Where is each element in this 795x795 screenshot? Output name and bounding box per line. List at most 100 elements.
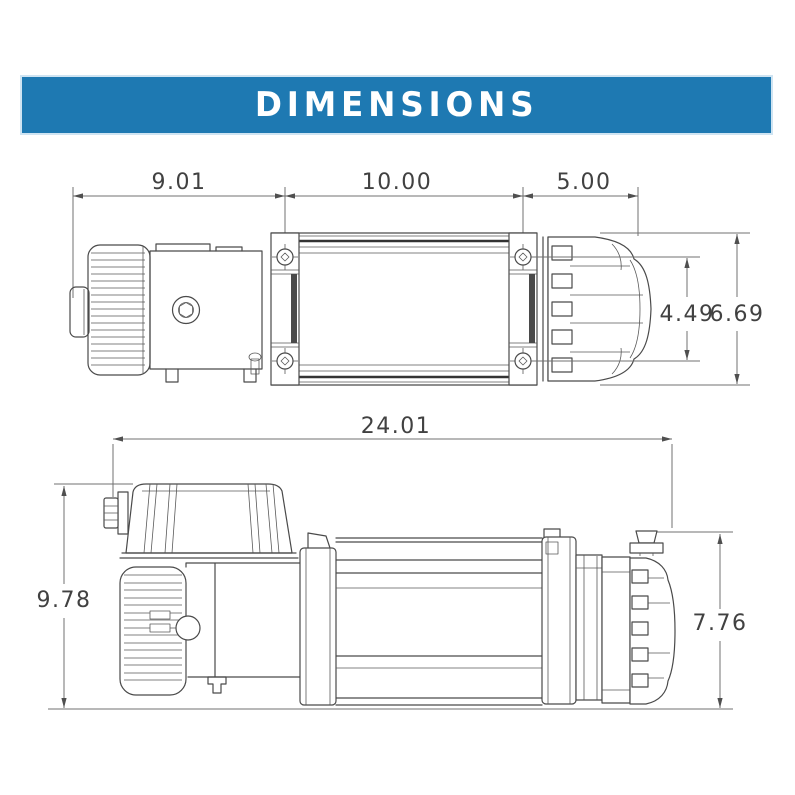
dim-overall-height: 9.78 [37, 588, 92, 613]
gear-housing-ribs [570, 265, 643, 353]
bolt-circle [276, 248, 294, 266]
clutch-mid-block [601, 556, 631, 704]
center-bolt-inner [178, 302, 194, 318]
dim-overall-width: 6.69 [710, 302, 765, 327]
motor-notch [175, 615, 201, 641]
bolt-diamond [280, 252, 290, 262]
gear-housing-outline [547, 236, 652, 382]
control-box-outline [125, 483, 293, 554]
arrowhead [662, 436, 672, 442]
clutch-barrel-outline [629, 557, 676, 705]
drum-side [335, 537, 543, 706]
motor-body [87, 244, 151, 376]
section-banner: DIMENSIONS [20, 75, 773, 135]
connector-plate [117, 491, 129, 535]
clutch-mid-lines [602, 571, 630, 691]
motor-side [119, 562, 309, 696]
gear-housing-clamps [551, 245, 573, 373]
bolt-diamond [518, 356, 528, 366]
clutch-band-lines [576, 555, 602, 700]
bolt-diamond [518, 252, 528, 262]
dim-bolt-pattern-width: 4.49 [660, 302, 715, 327]
control-box-top [149, 243, 263, 383]
clutch-band-left [575, 554, 603, 701]
arrowhead [61, 486, 67, 496]
gear-housing-top [542, 236, 652, 382]
control-box-side [103, 483, 299, 559]
clutch-barrel-clamps [631, 569, 649, 688]
top-view-drawing [69, 232, 652, 386]
bolt-circle [514, 248, 532, 266]
arrowhead [513, 193, 523, 199]
bolt-circle [514, 352, 532, 370]
motor-top [87, 244, 151, 376]
tie-rod-band [529, 274, 535, 343]
side-view-drawing [103, 483, 676, 706]
gear-housing-flange [542, 236, 549, 382]
drum-edge-lines [299, 235, 509, 383]
drum-bracket-right-side [541, 528, 577, 705]
tie-bar-top [335, 537, 543, 543]
center-bolt-outer [171, 295, 201, 325]
arrowhead [61, 698, 67, 708]
bolt-diamond [280, 356, 290, 366]
arrowhead [717, 698, 723, 708]
side-view-clutch-height-dimension: 7.76 [648, 531, 746, 708]
arrowhead [113, 436, 123, 442]
mounting-bracket-left-top [270, 232, 300, 386]
clutch-knob-stem [639, 553, 654, 556]
arrowhead [275, 193, 285, 199]
bracket-inner-tab [545, 541, 559, 555]
bolt-mark [272, 244, 298, 270]
clutch-barrel-ribs [634, 577, 670, 679]
bracket-hook [307, 532, 331, 549]
bracket-body [299, 547, 337, 706]
arrowhead [734, 234, 740, 244]
bolt-mark [272, 348, 298, 374]
top-view-horizontal-dimension-lines: 9.01 10.00 5.00 [72, 170, 639, 298]
tie-rod-band [291, 274, 297, 343]
arrowhead [285, 193, 295, 199]
breather-screw [248, 352, 262, 362]
tie-bar-bottom [335, 697, 543, 706]
control-box-feet [165, 368, 257, 383]
arrowhead [734, 374, 740, 384]
section-title: DIMENSIONS [254, 85, 539, 125]
bolt-circle [276, 352, 294, 370]
drum-outline [270, 232, 538, 386]
motor-housing [185, 562, 309, 678]
drum-bracket-left-side [299, 532, 337, 706]
top-view: 9.01 10.00 5.00 [69, 170, 765, 386]
side-view: 24.01 9.78 7.76 [37, 414, 746, 710]
dim-gearbox-length: 5.00 [557, 170, 612, 195]
bolt-mark [510, 348, 536, 374]
bracket-lines [547, 537, 571, 704]
mounting-bracket-right-top [508, 232, 538, 386]
arrowhead [684, 258, 690, 268]
drum-top [270, 232, 538, 386]
dim-overall-length: 24.01 [361, 414, 431, 439]
arrowhead [684, 350, 690, 360]
center-bolt-hex [179, 302, 193, 318]
top-view-vertical-dimension-lines: 4.49 6.69 [532, 232, 765, 386]
bolt-mark [510, 244, 536, 270]
arrowhead [523, 193, 533, 199]
control-box-ribs [143, 483, 280, 554]
drain-plug [207, 676, 227, 694]
control-box-body [149, 250, 263, 370]
arrowhead [717, 534, 723, 544]
motor-inner-bar [149, 610, 171, 620]
motor-inner-bar [149, 623, 171, 633]
motor-end-tab [69, 286, 90, 338]
dim-motor-length: 9.01 [152, 170, 207, 195]
clutch-knob-flange [629, 542, 664, 554]
dim-bolt-spacing: 10.00 [362, 170, 432, 195]
clutch-knob [629, 530, 664, 556]
extension-lines [72, 187, 639, 298]
extension-lines [112, 444, 673, 528]
motor-fins [91, 252, 145, 366]
drum-flange-bands [299, 239, 509, 379]
connector-ridges [104, 505, 118, 521]
drum-flange-top [335, 559, 543, 574]
